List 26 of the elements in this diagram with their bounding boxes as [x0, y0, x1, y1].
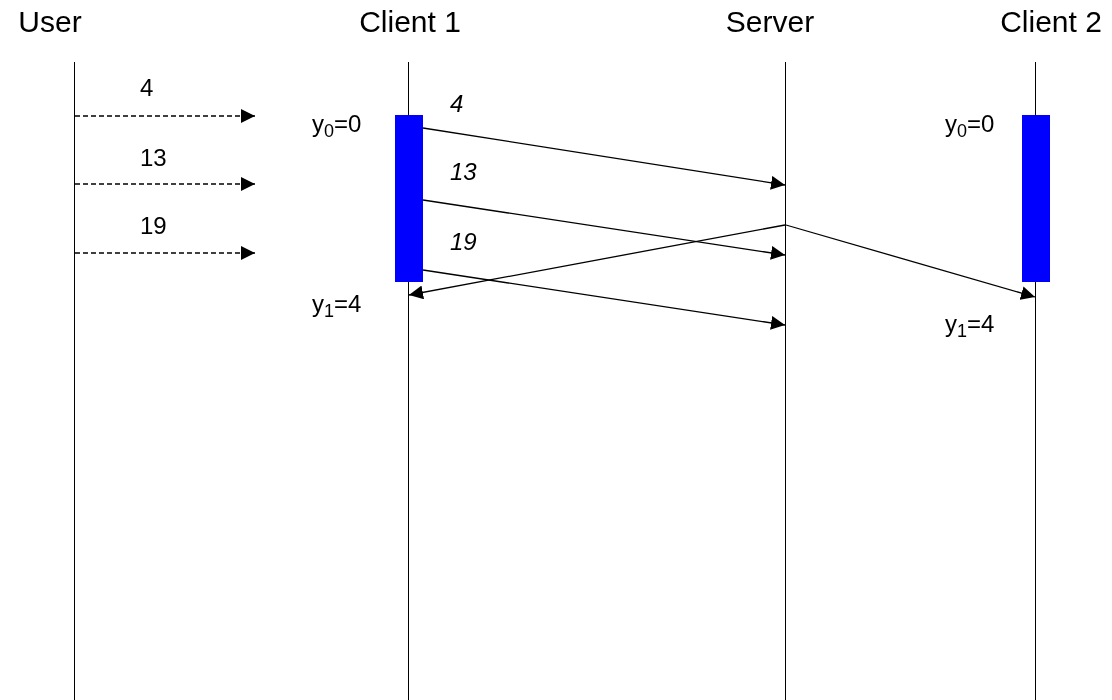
activation-bar [395, 115, 423, 282]
message-arrow [422, 127, 786, 190]
lifeline-header: User [0, 2, 100, 42]
edge-label: 4 [140, 76, 154, 100]
message-arrow [785, 224, 1036, 300]
dashed-arrow [74, 246, 256, 260]
lifeline [74, 62, 75, 700]
edge-label: 13 [450, 160, 477, 184]
dashed-arrow [74, 177, 256, 191]
dashed-arrow [74, 109, 256, 123]
state-label: y$_{1}$=4 [312, 292, 362, 316]
message-arrow [422, 269, 786, 330]
edge-label: 13 [140, 146, 167, 170]
lifeline-header: Client 2 [990, 2, 1112, 42]
activation-bar [1022, 115, 1050, 282]
state-label: y$_{1}$=4 [945, 312, 995, 336]
state-label: y$_{0}$=0 [312, 112, 362, 136]
state-label: y$_{0}$=0 [945, 112, 995, 136]
lifeline-header: Client 1 [340, 2, 480, 42]
lifeline-header: Server [710, 2, 830, 42]
edge-label: 19 [450, 230, 477, 254]
message-arrow [422, 199, 786, 260]
edge-label: 19 [140, 214, 167, 238]
lifeline [785, 62, 786, 700]
message-arrow [408, 224, 786, 300]
edge-label: 4 [450, 92, 464, 116]
